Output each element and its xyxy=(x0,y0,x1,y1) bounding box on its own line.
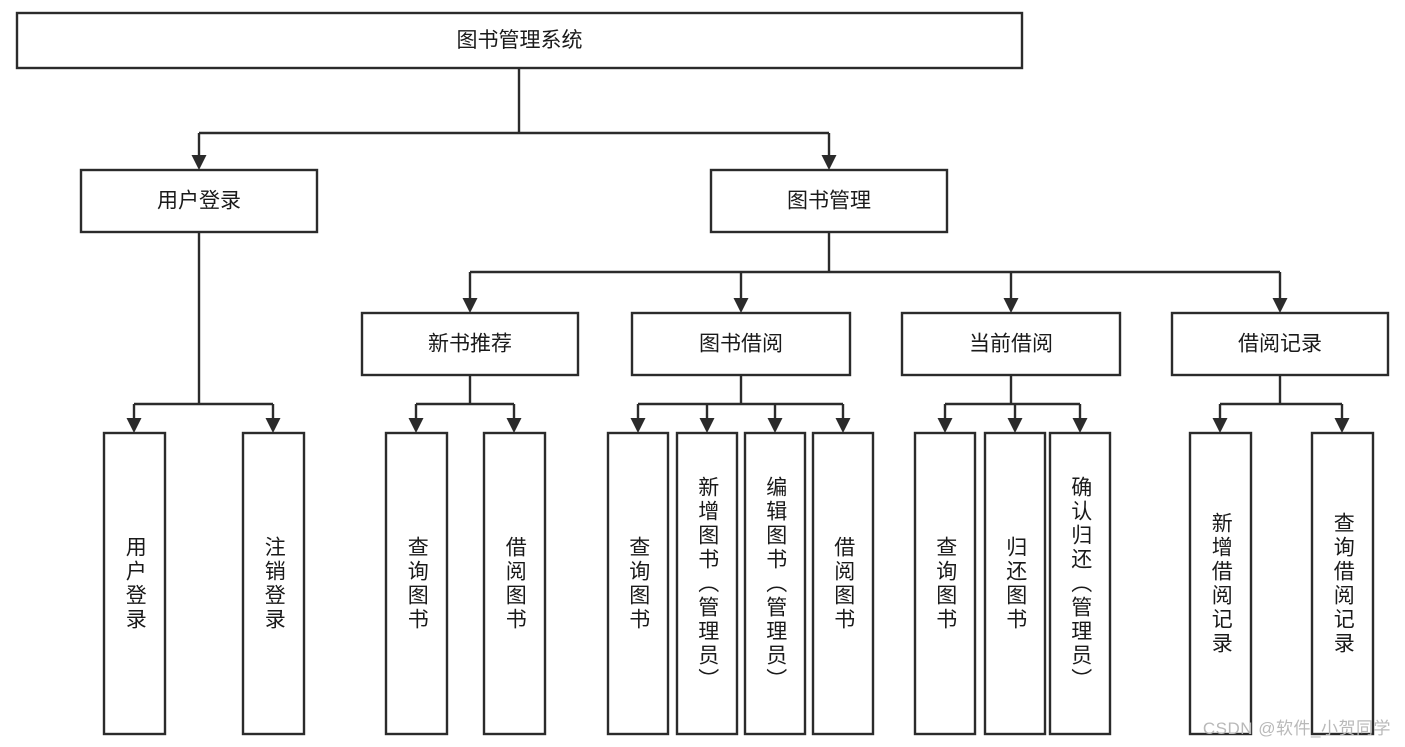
arrow-head-icon xyxy=(462,298,478,313)
boxes-layer xyxy=(15,11,1390,736)
arrow-head-icon xyxy=(506,418,522,433)
node-leaf-confirm-return-box[interactable] xyxy=(1048,431,1112,736)
connector-group-borrow-to-leaves xyxy=(630,375,851,433)
arrow-head-icon xyxy=(126,418,142,433)
node-root-box[interactable] xyxy=(15,11,1024,70)
node-current-borrow-box[interactable] xyxy=(900,311,1122,377)
arrow-head-icon xyxy=(821,155,837,170)
node-leaf-query-book-current-box[interactable] xyxy=(913,431,977,736)
node-leaf-borrow-book-recommend-box[interactable] xyxy=(482,431,547,736)
node-leaf-user-login-box[interactable] xyxy=(102,431,167,736)
node-borrow-record-label: 借阅记录 xyxy=(1238,333,1322,356)
arrow-head-icon xyxy=(1072,418,1088,433)
arrow-head-icon xyxy=(1003,298,1019,313)
node-leaf-add-borrow-record-box[interactable] xyxy=(1188,431,1253,736)
arrow-head-icon xyxy=(1272,298,1288,313)
node-new-book-recommend-label: 新书推荐 xyxy=(428,333,512,356)
arrow-head-icon xyxy=(191,155,207,170)
arrow-head-icon xyxy=(1334,418,1350,433)
node-user-login-label: 用户登录 xyxy=(157,190,241,213)
arrow-head-icon xyxy=(1212,418,1228,433)
node-leaf-query-borrow-record-box[interactable] xyxy=(1310,431,1375,736)
arrow-head-icon xyxy=(630,418,646,433)
node-new-book-recommend-box[interactable] xyxy=(360,311,580,377)
arrow-head-icon xyxy=(835,418,851,433)
node-leaf-add-book-box[interactable] xyxy=(675,431,739,736)
node-book-manage-box[interactable] xyxy=(709,168,949,234)
arrow-head-icon xyxy=(699,418,715,433)
arrow-head-icon xyxy=(408,418,424,433)
node-leaf-borrow-book-box[interactable] xyxy=(811,431,875,736)
node-book-borrow-box[interactable] xyxy=(630,311,852,377)
node-current-borrow-label: 当前借阅 xyxy=(969,333,1053,356)
connector-group-current-to-leaves xyxy=(937,375,1088,433)
node-book-borrow-label: 图书借阅 xyxy=(699,333,783,356)
node-user-login-box[interactable] xyxy=(79,168,319,234)
csdn-watermark: CSDN @软件_小贺同学 xyxy=(1202,719,1391,738)
arrow-head-icon xyxy=(767,418,783,433)
connectors-layer xyxy=(126,68,1350,433)
arrow-head-icon xyxy=(937,418,953,433)
arrow-head-icon xyxy=(1007,418,1023,433)
connector-group-userlogin-to-leaves xyxy=(126,232,281,433)
connector-group-record-to-leaves xyxy=(1212,375,1350,433)
connector-group-root-to-level2 xyxy=(191,68,837,170)
node-leaf-query-book-recommend-box[interactable] xyxy=(384,431,449,736)
arrow-head-icon xyxy=(265,418,281,433)
node-borrow-record-box[interactable] xyxy=(1170,311,1390,377)
node-root-label: 图书管理系统 xyxy=(457,29,583,52)
node-book-manage-label: 图书管理 xyxy=(787,190,871,213)
node-leaf-query-book-borrow-box[interactable] xyxy=(606,431,670,736)
connector-group-bookmanage-to-level3 xyxy=(462,232,1288,313)
node-leaf-edit-book-box[interactable] xyxy=(743,431,807,736)
node-leaf-return-book-box[interactable] xyxy=(983,431,1047,736)
arrow-head-icon xyxy=(733,298,749,313)
connector-group-recommend-to-leaves xyxy=(408,375,522,433)
node-leaf-logout-box[interactable] xyxy=(241,431,306,736)
